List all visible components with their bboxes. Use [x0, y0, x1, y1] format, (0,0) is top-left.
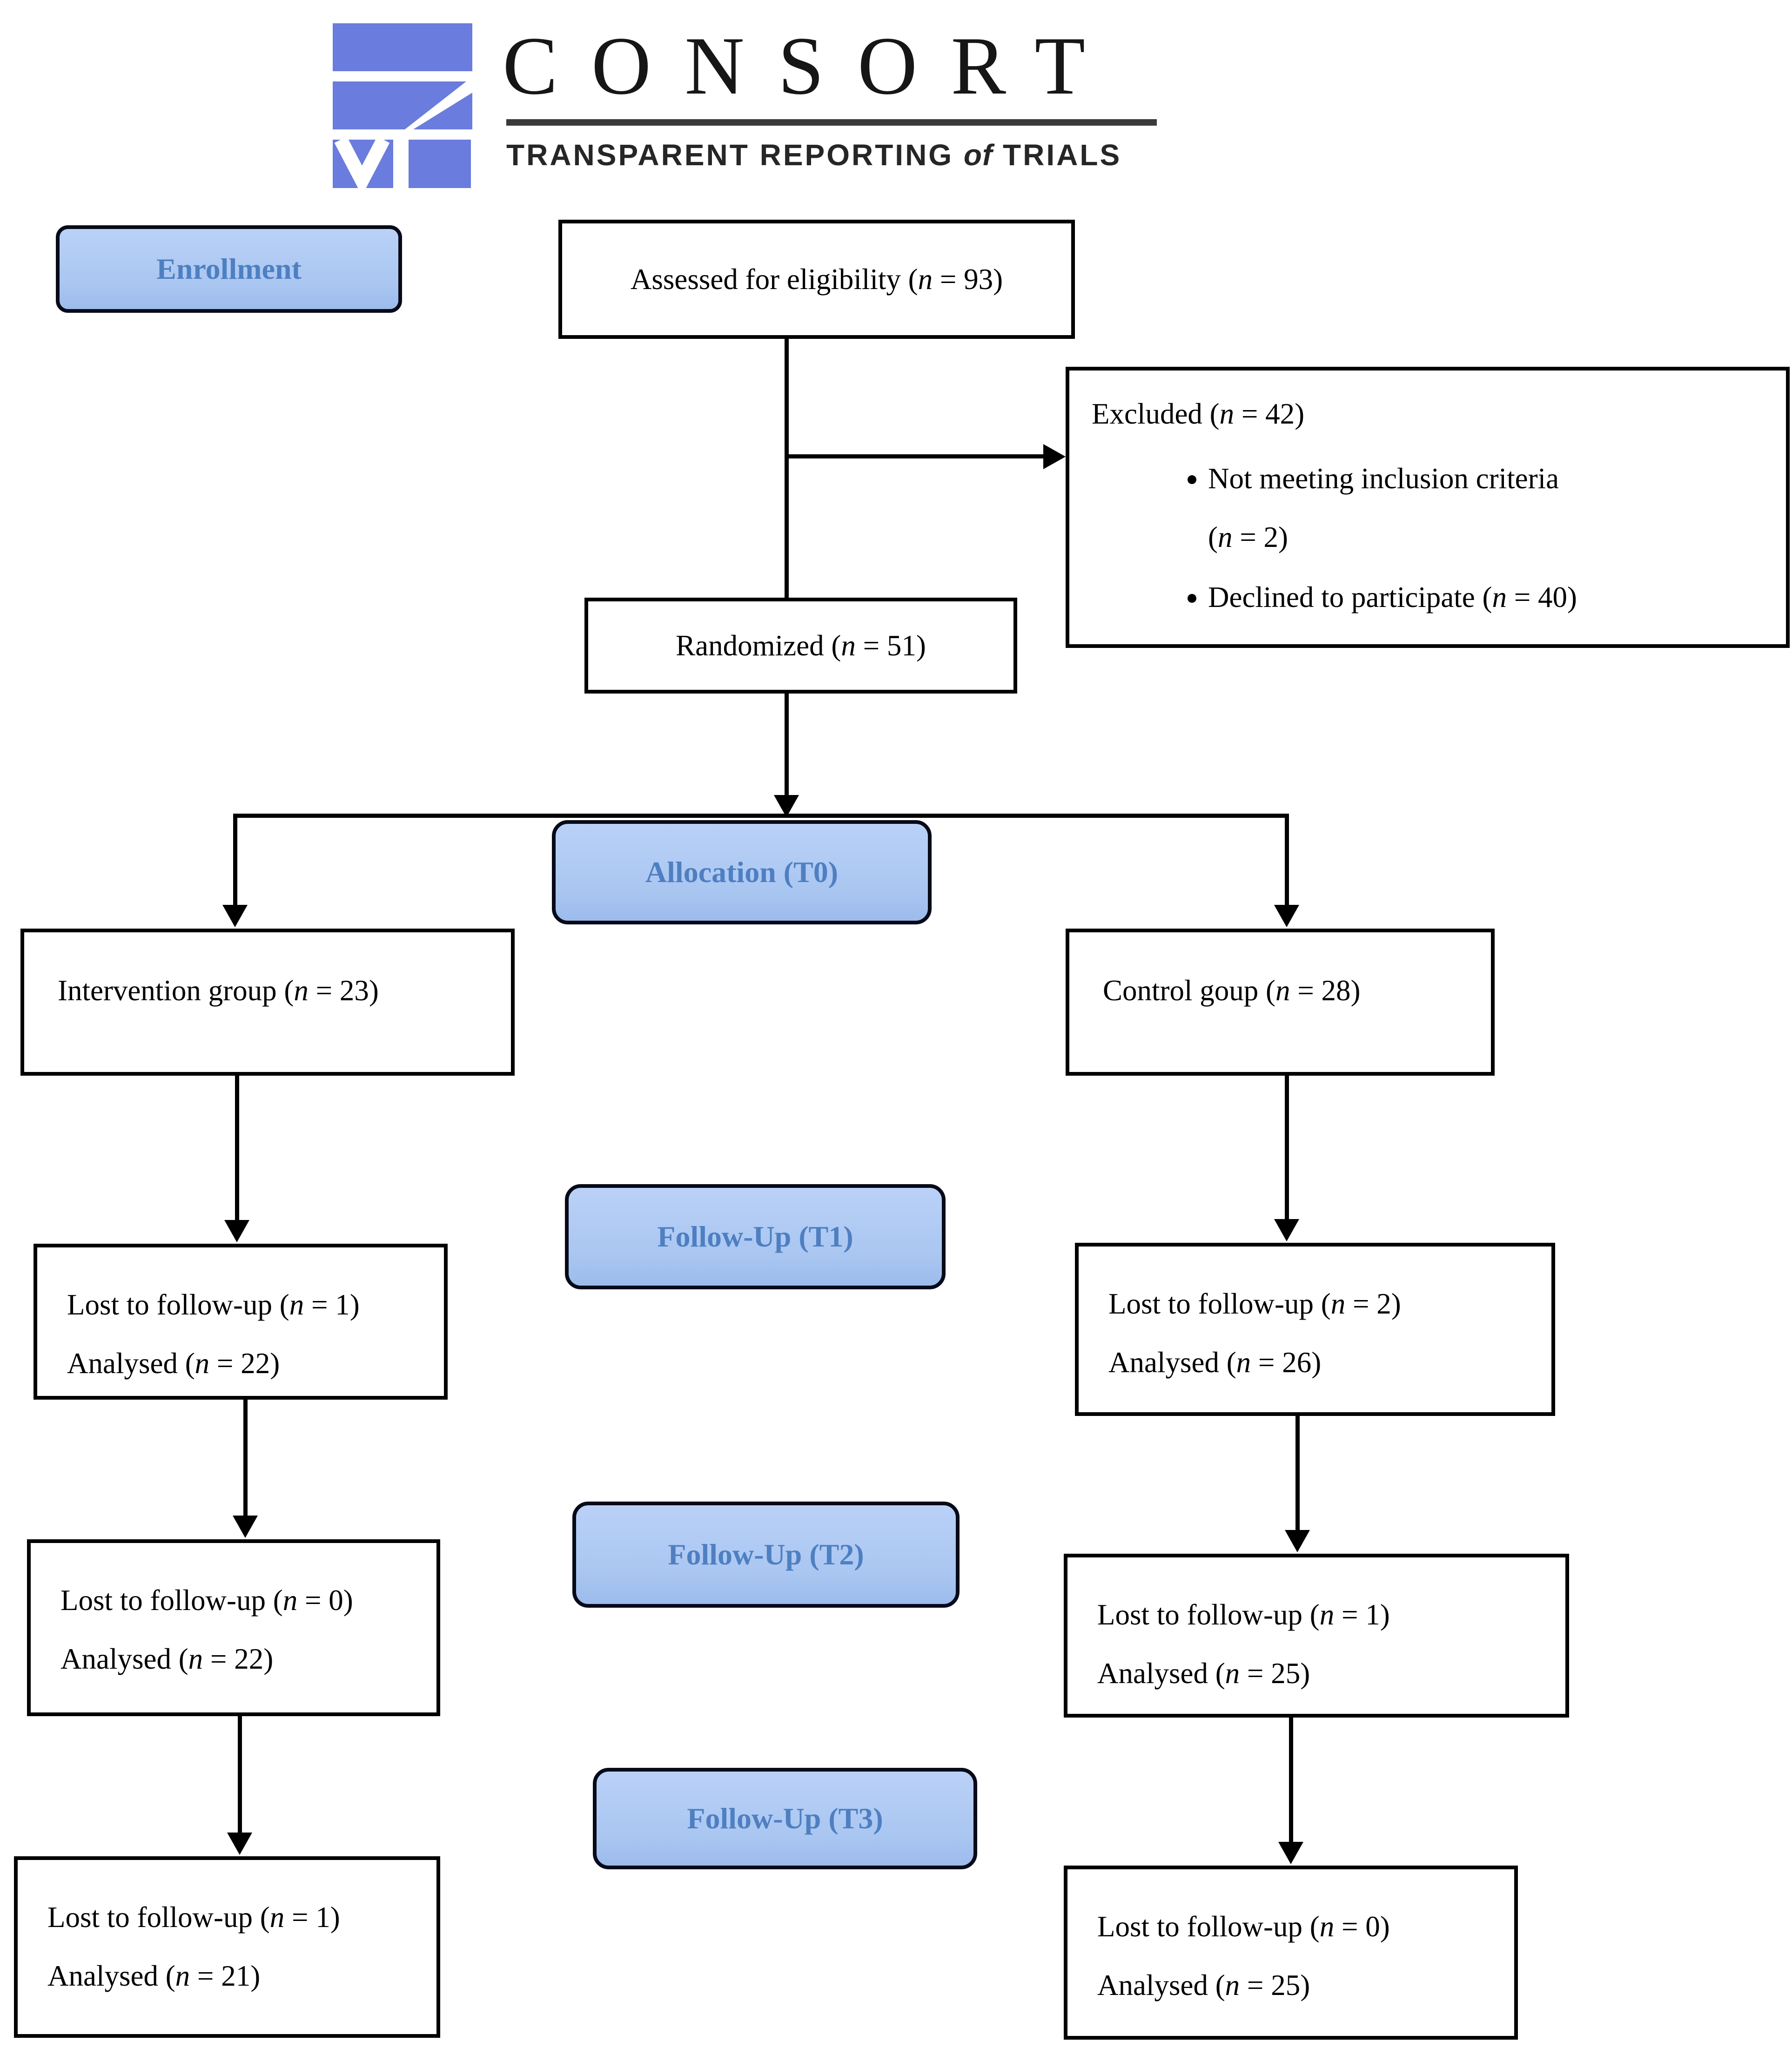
arrowhead-intervention — [222, 905, 248, 927]
box-t3-left: Lost to follow-up (n = 1) Analysed (n = … — [14, 1856, 440, 2038]
connector-to-excluded — [786, 454, 1044, 458]
connector-branch-to-control — [1285, 814, 1289, 906]
box-t1-left-line-2: Analysed (n = 22) — [67, 1347, 280, 1380]
connector-randomized-to-allocation — [785, 694, 789, 797]
box-t3-right: Lost to follow-up (n = 0) Analysed (n = … — [1064, 1866, 1518, 2040]
arrowhead-t1-right — [1274, 1219, 1299, 1241]
box-randomized: Randomized (n = 51) — [584, 598, 1017, 694]
box-t1-left: Lost to follow-up (n = 1) Analysed (n = … — [34, 1244, 448, 1400]
logo-divider — [506, 119, 1157, 126]
connector-allocation-branch — [233, 814, 1289, 818]
stage-followup-t1-label: Follow-Up (T1) — [657, 1220, 853, 1253]
box-t1-right-line-2: Analysed (n = 26) — [1108, 1346, 1322, 1379]
box-intervention-text: Intervention group (n = 23) — [58, 974, 379, 1007]
excluded-bullet-2: Declined to participate (n = 40) — [1208, 566, 1772, 627]
connector-intervention-to-t1 — [235, 1076, 239, 1221]
box-t1-left-line-1: Lost to follow-up (n = 1) — [67, 1288, 360, 1321]
excluded-bullet-1-line-2: (n = 2) — [1208, 520, 1288, 553]
box-t3-right-line-2: Analysed (n = 25) — [1097, 1969, 1310, 2001]
box-control-text: Control goup (n = 28) — [1103, 974, 1361, 1007]
box-control-group: Control goup (n = 28) — [1066, 929, 1495, 1076]
arrowhead-t3-right — [1278, 1842, 1303, 1864]
box-t1-right: Lost to follow-up (n = 2) Analysed (n = … — [1075, 1243, 1555, 1416]
excluded-bullet-2-line-1: Declined to participate (n = 40) — [1208, 580, 1577, 613]
connector-control-to-t1 — [1285, 1076, 1289, 1220]
stage-enrollment: Enrollment — [56, 225, 402, 313]
logo-subtitle: TRANSPARENT REPORTING of TRIALS — [506, 138, 1204, 172]
arrowhead-t2-left — [233, 1516, 258, 1538]
stage-allocation-label: Allocation (T0) — [645, 856, 839, 889]
box-t3-left-line-2: Analysed (n = 21) — [47, 1960, 261, 1992]
box-t1-right-line-1: Lost to follow-up (n = 2) — [1108, 1287, 1401, 1320]
box-t3-right-line-1: Lost to follow-up (n = 0) — [1097, 1910, 1390, 1943]
stage-followup-t2: Follow-Up (T2) — [572, 1502, 960, 1608]
stage-followup-t3-label: Follow-Up (T3) — [687, 1802, 883, 1835]
stage-enrollment-label: Enrollment — [156, 252, 302, 285]
box-excluded: Excluded (n = 42) Not meeting inclusion … — [1066, 367, 1790, 648]
excluded-bullet-1-line-1: Not meeting inclusion criteria — [1208, 462, 1559, 495]
stage-allocation: Allocation (T0) — [552, 820, 932, 924]
arrowhead-excluded — [1043, 444, 1066, 469]
box-t3-left-line-1: Lost to follow-up (n = 1) — [47, 1901, 340, 1934]
consort-logo-icon — [330, 13, 475, 196]
connector-t2-to-t3-right — [1289, 1718, 1293, 1843]
box-randomized-text: Randomized (n = 51) — [676, 629, 926, 662]
stage-followup-t1: Follow-Up (T1) — [565, 1184, 946, 1289]
box-intervention-group: Intervention group (n = 23) — [20, 929, 515, 1076]
stage-followup-t3: Follow-Up (T3) — [593, 1768, 977, 1869]
box-t2-left-line-2: Analysed (n = 22) — [60, 1643, 274, 1675]
box-t2-left: Lost to follow-up (n = 0) Analysed (n = … — [27, 1539, 440, 1716]
logo-subtitle-of: of — [963, 138, 993, 172]
logo-subtitle-pre: TRANSPARENT REPORTING — [506, 138, 954, 172]
box-excluded-title: Excluded (n = 42) — [1092, 398, 1305, 430]
box-t2-right-line-2: Analysed (n = 25) — [1097, 1657, 1310, 1690]
logo-wordmark: CONSORT — [503, 20, 1119, 112]
excluded-bullet-list: Not meeting inclusion criteria (n = 2) D… — [1092, 448, 1772, 627]
connector-assessed-to-randomized — [785, 338, 789, 599]
box-t2-right-line-1: Lost to follow-up (n = 1) — [1097, 1598, 1390, 1631]
box-assessed-text: Assessed for eligibility (n = 93) — [630, 263, 1003, 296]
connector-t1-to-t2-left — [243, 1400, 248, 1517]
box-t2-left-line-1: Lost to follow-up (n = 0) — [60, 1584, 353, 1617]
connector-t2-to-t3-left — [238, 1716, 242, 1834]
logo-subtitle-post: TRIALS — [1003, 138, 1122, 172]
arrowhead-t2-right — [1285, 1530, 1310, 1552]
connector-branch-to-intervention — [233, 814, 237, 906]
arrowhead-t3-left — [227, 1833, 252, 1855]
arrowhead-control — [1274, 905, 1299, 927]
excluded-bullet-1: Not meeting inclusion criteria (n = 2) — [1208, 448, 1772, 566]
box-assessed: Assessed for eligibility (n = 93) — [558, 220, 1075, 339]
stage-followup-t2-label: Follow-Up (T2) — [668, 1538, 864, 1571]
box-t2-right: Lost to follow-up (n = 1) Analysed (n = … — [1064, 1554, 1569, 1718]
arrowhead-t1-left — [224, 1220, 249, 1242]
connector-t1-to-t2-right — [1295, 1416, 1300, 1531]
